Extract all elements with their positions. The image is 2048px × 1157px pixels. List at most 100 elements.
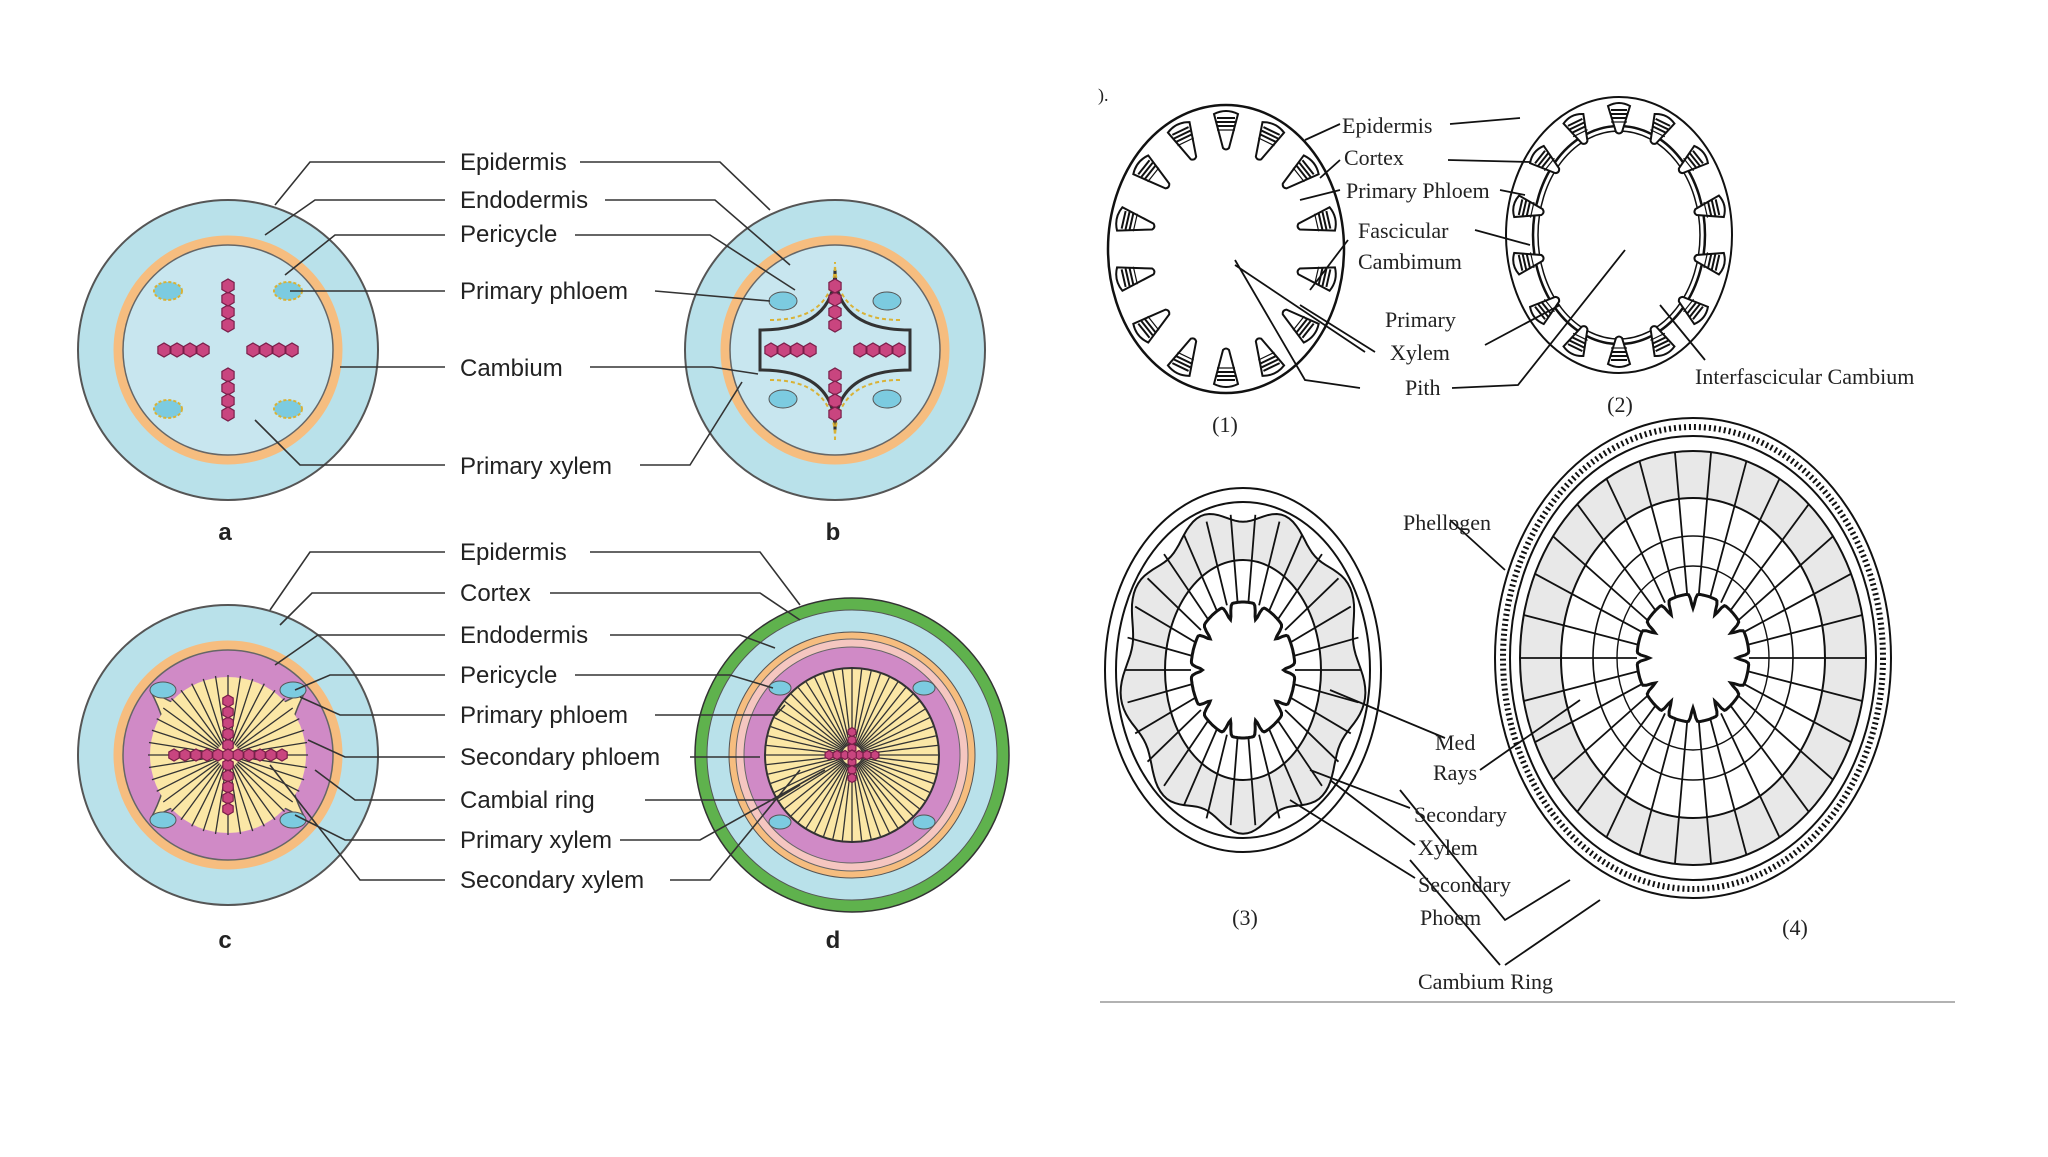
corner-mark: ). <box>1098 85 1109 106</box>
xylem-cell <box>168 748 180 762</box>
medullary-rays-3 <box>1125 514 1361 826</box>
leader-line <box>314 769 445 801</box>
ray-line <box>855 677 890 747</box>
ray-line <box>860 708 926 751</box>
rays-d <box>766 669 938 841</box>
label-cd-6: Cambial ring <box>460 787 595 814</box>
vascular-bundle <box>1296 266 1337 293</box>
label-top-6: Xylem <box>1390 340 1450 365</box>
label-cd-4: Primary phloem <box>460 702 628 729</box>
medullary-ray <box>1743 573 1852 633</box>
ray-line <box>832 671 851 746</box>
ray-line <box>770 725 843 753</box>
ray-line <box>156 718 218 751</box>
medullary-ray <box>1134 696 1196 735</box>
circle-b <box>684 199 986 501</box>
leader-line <box>279 592 445 626</box>
xylem-cell <box>201 748 213 762</box>
xylem-cell <box>276 748 288 762</box>
label-ab-4: Cambium <box>460 355 563 382</box>
xylem-cell <box>259 342 273 358</box>
ray-line <box>191 683 224 745</box>
xylem-cell <box>222 716 234 730</box>
ray-line <box>239 729 305 752</box>
xylem-cell <box>847 749 857 761</box>
medullary-ray <box>1605 713 1666 838</box>
ray-line <box>238 718 300 751</box>
xylem-cell <box>222 769 234 783</box>
xylem-cell <box>243 748 255 762</box>
medullary-ray <box>1534 573 1643 633</box>
xylem-cell <box>221 291 235 307</box>
ray-line <box>170 763 220 813</box>
medullary-ray <box>1293 636 1359 657</box>
xylem-cell <box>265 748 277 762</box>
medullary-ray <box>1697 452 1712 595</box>
label-bottom-3: Secondary <box>1414 802 1507 827</box>
vascular-bundle <box>1166 337 1198 377</box>
leader-line <box>590 366 759 375</box>
leader-line <box>284 234 445 276</box>
ray-line <box>156 759 218 792</box>
medullary-ray <box>1576 705 1657 813</box>
xylem-cell <box>790 342 804 358</box>
ray-line <box>858 761 914 817</box>
vascular-bundle <box>1166 121 1198 161</box>
label-ab-2: Pericycle <box>460 221 557 248</box>
leader-line <box>640 381 743 466</box>
leader-line <box>610 634 776 649</box>
ray-line <box>861 757 934 785</box>
label-cd-0: Epidermis <box>460 539 567 566</box>
vascular-bundle <box>1281 308 1320 344</box>
ray-line <box>854 673 882 746</box>
label-cd-3: Pericycle <box>460 662 557 689</box>
xylem-cell <box>832 749 842 761</box>
ray-line <box>856 681 899 747</box>
label-bottom-0: Phellogen <box>1403 510 1491 535</box>
label-bottom-6: Phoem <box>1420 905 1481 930</box>
medullary-ray <box>1638 460 1677 598</box>
ray-line <box>237 707 294 749</box>
medullary-ray <box>1268 534 1303 612</box>
leader-line <box>274 634 445 666</box>
xylem-cell <box>196 342 210 358</box>
xylem-cell <box>828 393 842 409</box>
label-top-1: Cortex <box>1344 145 1404 170</box>
xylem-cell <box>221 304 235 320</box>
xylem-cell <box>222 791 234 805</box>
panel-number-3: (3) <box>1232 905 1258 930</box>
stem-diagram-4 <box>1494 417 1892 899</box>
ray-line <box>202 766 225 832</box>
label-top-4: Cambimum <box>1358 249 1462 274</box>
xylem-cell <box>879 342 893 358</box>
right-figure: ). <box>1098 85 1955 1003</box>
medullary-ray <box>1229 514 1239 603</box>
ray-line <box>234 764 276 821</box>
ray-line <box>860 758 930 793</box>
right-leader-lines <box>1234 117 1706 966</box>
leader-line <box>550 592 801 621</box>
ray-line <box>790 761 846 817</box>
xylem-cell <box>221 317 235 333</box>
medullary-ray <box>1290 696 1352 735</box>
label-top-2: Primary Phloem <box>1346 178 1490 203</box>
circle-d <box>694 597 1010 913</box>
xylem-cell <box>170 342 184 358</box>
medullary-ray <box>1605 478 1666 603</box>
vascular-bundle <box>1677 144 1710 175</box>
xylem-cell <box>285 342 299 358</box>
xylem-cell <box>764 342 778 358</box>
label-bottom-4: Xylem <box>1418 835 1478 860</box>
ray-line <box>822 673 850 746</box>
primary-xylem-b <box>764 278 906 422</box>
xylem-cell <box>824 749 834 761</box>
medullary-ray <box>1720 478 1781 603</box>
ray-line <box>797 762 847 823</box>
ray-line <box>768 735 843 754</box>
medullary-rays-4 <box>1520 452 1866 864</box>
medullary-ray <box>1134 605 1196 644</box>
ray-line <box>859 700 920 750</box>
xylem-cell <box>847 772 857 784</box>
